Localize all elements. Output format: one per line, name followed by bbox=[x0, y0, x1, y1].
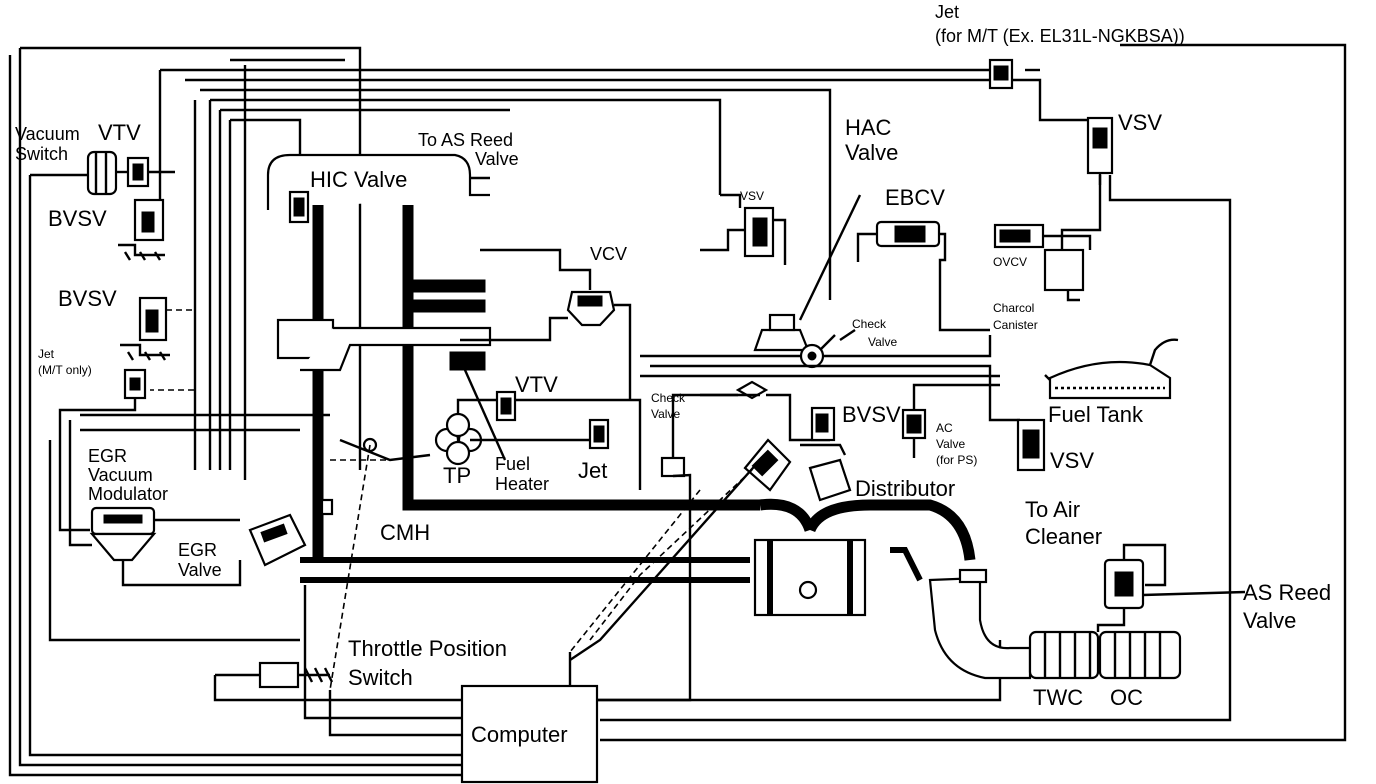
tp-thermo-pneumatic bbox=[434, 398, 590, 466]
label-egr-mod-3: Modulator bbox=[88, 484, 168, 504]
intake-manifold bbox=[276, 205, 760, 583]
label-to-as-reed-2: Valve bbox=[475, 149, 519, 169]
label-bvsv-lower: BVSV bbox=[58, 286, 117, 311]
label-vtv-left: VTV bbox=[98, 120, 141, 145]
exhaust-pipe bbox=[928, 568, 1032, 680]
label-ac-valve-2: Valve bbox=[936, 437, 965, 451]
vacuum-switch bbox=[86, 150, 128, 196]
label-twc: TWC bbox=[1033, 685, 1083, 710]
label-vacuum-switch-1: Vacuum bbox=[15, 124, 80, 144]
jet-top bbox=[988, 58, 1014, 90]
bvsv-right bbox=[800, 406, 847, 456]
label-distributor: Distributor bbox=[855, 476, 955, 501]
ebcv bbox=[856, 220, 990, 332]
throttle-position-switch bbox=[213, 661, 462, 702]
label-ovcv: OVCV bbox=[993, 255, 1027, 269]
twc-converter bbox=[1028, 630, 1100, 680]
vsv-center bbox=[700, 193, 787, 265]
label-vacuum-switch-2: Switch bbox=[15, 144, 68, 164]
label-charcol-2: Canister bbox=[993, 318, 1038, 332]
label-egr-valve-2: Valve bbox=[178, 560, 222, 580]
label-to-air-cleaner-1: To Air bbox=[1025, 497, 1080, 522]
label-tps-2: Switch bbox=[348, 665, 413, 690]
label-charcol-1: Charcol bbox=[993, 301, 1034, 315]
cmh-throttle-link bbox=[320, 437, 431, 691]
label-ebcv: EBCV bbox=[885, 185, 945, 210]
label-jet-top: Jet bbox=[935, 2, 959, 22]
leader-lines bbox=[700, 329, 1051, 397]
vsv-right bbox=[1016, 418, 1046, 472]
vtv-left bbox=[126, 156, 175, 188]
egr-vacuum-modulator bbox=[48, 413, 330, 642]
label-check-valve-center-2: Valve bbox=[651, 407, 680, 421]
jet-center bbox=[588, 418, 610, 450]
label-vsv-right: VSV bbox=[1050, 448, 1094, 473]
computer bbox=[303, 459, 761, 784]
label-check-valve-right-1: Check bbox=[852, 317, 887, 331]
label-jet-top-note: (for M/T (Ex. EL31L-NGKBSA)) bbox=[935, 26, 1185, 46]
distributor bbox=[743, 438, 852, 502]
vtv-center bbox=[495, 390, 642, 490]
label-as-reed-1: AS Reed bbox=[1243, 580, 1331, 605]
label-to-as-reed-1: To AS Reed bbox=[418, 130, 513, 150]
bvsv-upper bbox=[118, 198, 165, 261]
label-check-valve-right-2: Valve bbox=[868, 335, 897, 349]
label-to-air-cleaner-2: Cleaner bbox=[1025, 524, 1102, 549]
label-as-reed-2: Valve bbox=[1243, 608, 1296, 633]
oc-converter bbox=[1098, 630, 1182, 680]
fuel-tank bbox=[1048, 338, 1179, 400]
label-check-valve-center-1: Check bbox=[651, 391, 686, 405]
label-tp: TP bbox=[443, 463, 471, 488]
check-valve-right bbox=[640, 335, 1020, 422]
label-egr-mod-2: Vacuum bbox=[88, 465, 153, 485]
label-fuel-heater-2: Heater bbox=[495, 474, 549, 494]
label-jet-mt-2: (M/T only) bbox=[38, 363, 92, 377]
label-hac-valve-2: Valve bbox=[845, 140, 898, 165]
charcoal-canister bbox=[993, 175, 1102, 302]
fuel-heater-leader bbox=[463, 369, 507, 461]
label-jet-center: Jet bbox=[578, 458, 607, 483]
label-bvsv-right: BVSV bbox=[842, 402, 901, 427]
label-ac-valve-3: (for PS) bbox=[936, 453, 977, 467]
label-computer: Computer bbox=[471, 722, 568, 747]
label-fuel-heater-1: Fuel bbox=[495, 454, 530, 474]
label-vsv-top-right: VSV bbox=[1118, 110, 1162, 135]
label-cmh: CMH bbox=[380, 520, 430, 545]
engine-block bbox=[753, 498, 976, 617]
label-tps-1: Throttle Position bbox=[348, 636, 507, 661]
vcv bbox=[460, 248, 632, 400]
label-vcv: VCV bbox=[590, 244, 627, 264]
label-bvsv-upper: BVSV bbox=[48, 206, 107, 231]
bvsv-lower bbox=[120, 296, 196, 391]
label-vtv-center: VTV bbox=[515, 372, 558, 397]
hac-valve bbox=[753, 194, 862, 352]
as-reed-valve bbox=[1096, 543, 1246, 632]
vsv-top-right bbox=[1086, 116, 1114, 185]
label-oc: OC bbox=[1110, 685, 1143, 710]
label-egr-valve-1: EGR bbox=[178, 540, 217, 560]
label-vsv-center: VSV bbox=[740, 189, 764, 203]
label-fuel-tank: Fuel Tank bbox=[1048, 402, 1144, 427]
hic-valve bbox=[266, 153, 490, 224]
label-hac-valve-1: HAC bbox=[845, 115, 892, 140]
label-hic-valve: HIC Valve bbox=[310, 167, 407, 192]
labels: Jet (for M/T (Ex. EL31L-NGKBSA)) VSV Vac… bbox=[15, 2, 1331, 747]
label-ac-valve-1: AC bbox=[936, 421, 953, 435]
label-jet-mt-1: Jet bbox=[38, 347, 55, 361]
ac-valve bbox=[901, 383, 1000, 458]
label-egr-mod-1: EGR bbox=[88, 446, 127, 466]
